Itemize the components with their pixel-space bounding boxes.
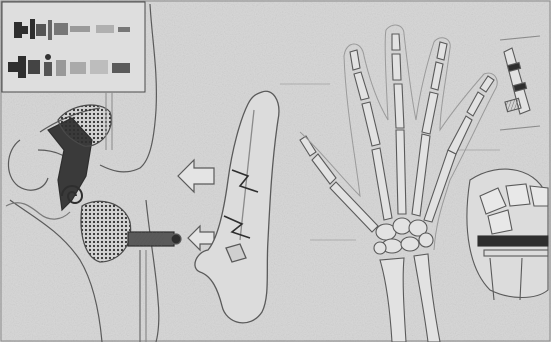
- tube-device-tip: [171, 234, 181, 244]
- inset-frame: [2, 2, 145, 92]
- tube-device-bands: [134, 232, 164, 246]
- inset-panel: [2, 2, 145, 92]
- detail-band-2: [484, 250, 548, 256]
- detail-band: [478, 236, 548, 246]
